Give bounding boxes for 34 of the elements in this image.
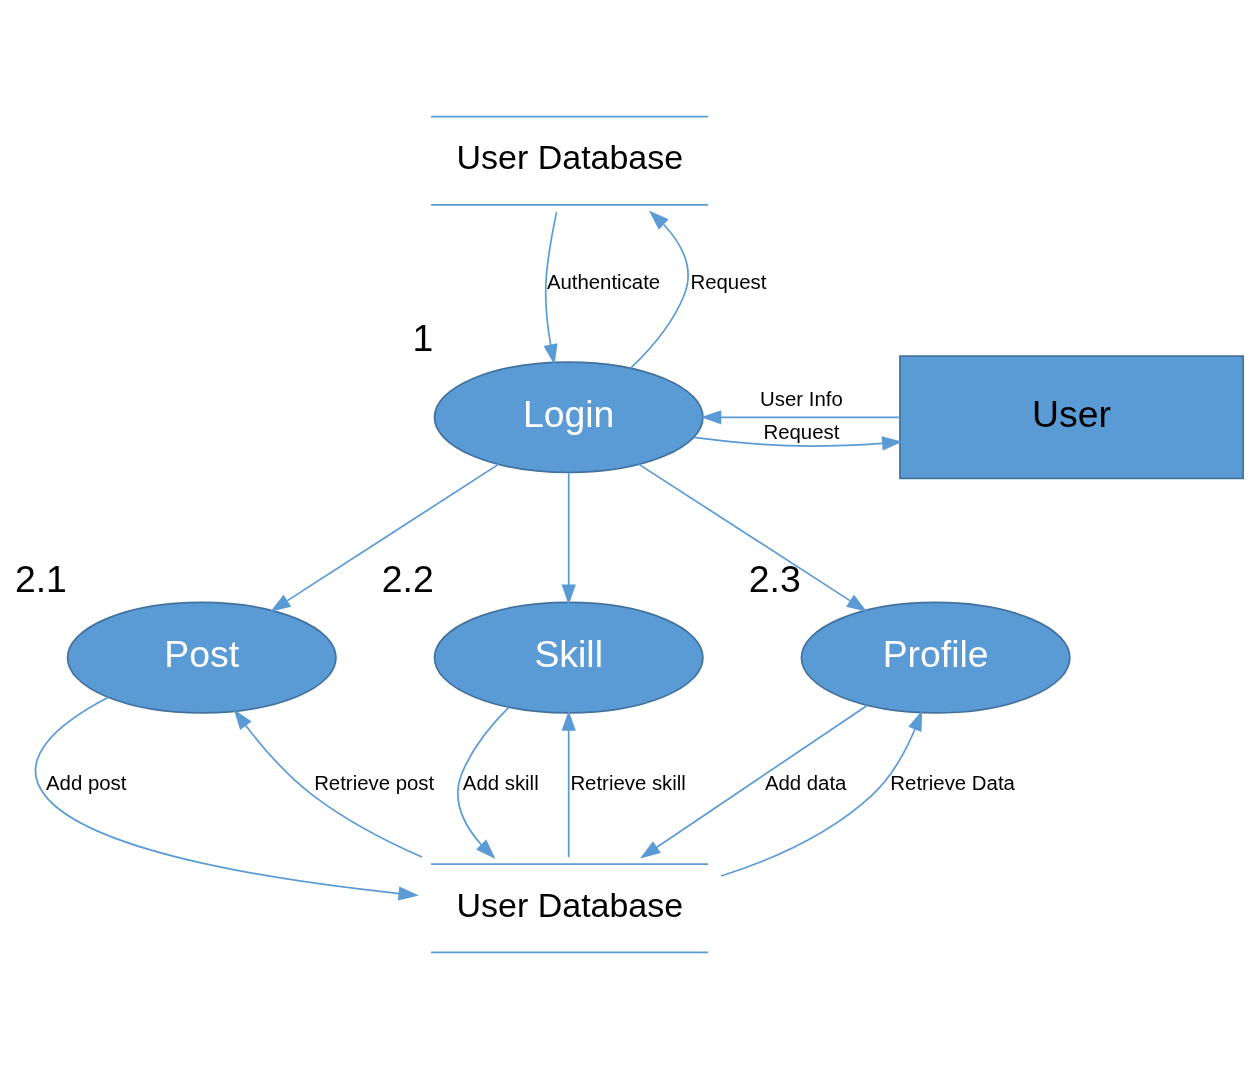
- edge-label: Retrieve Data: [890, 772, 1015, 795]
- edge-label: Request: [690, 271, 767, 294]
- arrow: [561, 710, 576, 859]
- arrow: [693, 436, 903, 451]
- node-label: 2.3: [748, 557, 801, 600]
- node-text: User Database: [456, 138, 684, 177]
- arrow: [543, 211, 558, 365]
- edge-label: Authenticate: [546, 271, 661, 294]
- node-box: User: [899, 355, 1244, 480]
- node-label: 1: [412, 317, 434, 360]
- edge-label: Add post: [46, 772, 127, 795]
- edge-label: Retrieve post: [314, 772, 435, 795]
- arrow: [561, 471, 576, 605]
- arrow: [629, 210, 689, 369]
- edge-label: Add data: [764, 772, 847, 795]
- node-ellipse: Login: [433, 361, 704, 474]
- node-label: 2.1: [14, 557, 67, 600]
- arrow: [638, 463, 868, 612]
- node-text: User Database: [456, 885, 684, 924]
- arrow: [270, 463, 500, 612]
- node-label: 2.2: [381, 557, 434, 600]
- arrow: [700, 410, 901, 425]
- arrow: [457, 706, 510, 859]
- edge-label: User Info: [760, 388, 843, 411]
- edge-label: Retrieve skill: [570, 772, 686, 795]
- node-ellipse: Profile: [800, 601, 1071, 714]
- edge-label: Add skill: [462, 772, 539, 795]
- node-ellipse: Post: [66, 601, 337, 714]
- arrow: [720, 710, 923, 877]
- node-ellipse: Skill: [433, 601, 704, 714]
- edge-label: Request: [763, 420, 840, 443]
- arrow: [233, 709, 423, 858]
- arrow: [34, 696, 419, 901]
- arrow: [640, 704, 869, 859]
